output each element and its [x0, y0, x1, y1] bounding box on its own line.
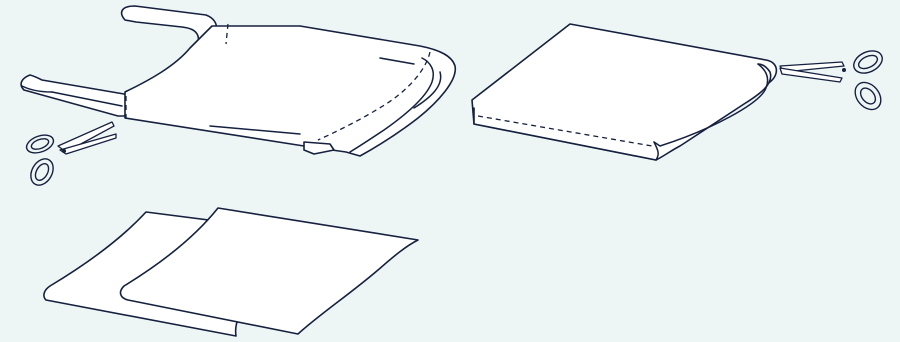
- step-2-folded-bag: [472, 24, 776, 160]
- step-3-two-sheets: [44, 208, 418, 336]
- bag-body: [125, 26, 455, 156]
- bag-bottom-pleat: [304, 142, 334, 154]
- scissors-icon: [24, 122, 116, 189]
- bag-handle-left: [21, 75, 128, 116]
- scissors-icon: [780, 47, 886, 115]
